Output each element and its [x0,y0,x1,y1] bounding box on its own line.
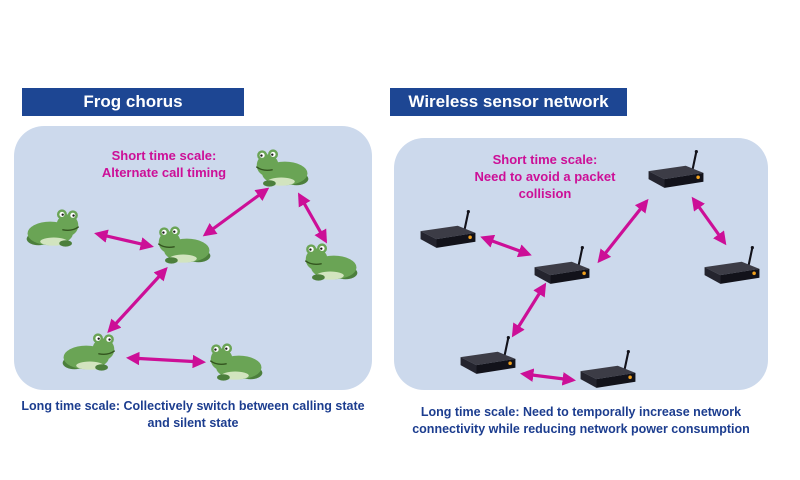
wireless-network-title-banner: Wireless sensor network [390,88,627,116]
sensor-node-icon [579,349,637,389]
caption-line: connectivity while reducing network powe… [412,421,750,436]
call-sound-icon [288,236,297,250]
sensor-node-icon [533,245,591,285]
caption-line: Long time scale: Collectively switch bet… [21,399,365,413]
frog-chorus-title: Frog chorus [83,92,183,111]
wireless-network-title: Wireless sensor network [408,92,609,111]
double-arrow [202,187,270,237]
label-line: Need to avoid a packet [474,168,616,184]
double-arrow [511,282,547,338]
double-arrow [125,351,207,369]
frog-icon [255,148,310,188]
sensor-node-icon [419,209,477,249]
call-sound-icon [89,206,98,220]
caption-line: Long time scale: Need to temporally incr… [420,405,742,419]
network-long-time-caption: Long time scale: Need to temporally incr… [392,404,770,438]
label-line: Short time scale: [492,152,598,167]
frog-icon [61,332,116,372]
call-sound-icon [125,328,134,342]
label-line: collision [518,185,572,201]
double-arrow [480,234,532,258]
network-short-time-label: Short time scale: Need to avoid a packet… [450,152,640,203]
frog-chorus-panel: Short time scale: Alternate call timing [14,126,372,390]
label-line: Alternate call timing [101,164,227,180]
call-sound-icon [140,220,149,234]
double-arrow [691,196,727,246]
double-arrow [597,198,649,264]
frog-icon [304,242,359,282]
double-arrow [519,368,577,386]
frog-icon [209,342,264,382]
frog-chorus-title-banner: Frog chorus [22,88,244,116]
label-line: Short time scale: [111,148,217,163]
wireless-sensor-network-panel: Short time scale: Need to avoid a packet… [394,138,768,390]
frog-icon [25,208,80,248]
caption-line: and silent state [147,415,239,430]
sensor-node-icon [647,149,705,189]
frog-long-time-caption: Long time scale: Collectively switch bet… [8,398,378,432]
sensor-node-icon [703,245,761,285]
sensor-node-icon [459,335,517,375]
call-sound-icon [242,132,251,146]
frog-icon [157,225,212,265]
frog-short-time-label: Short time scale: Alternate call timing [69,148,259,182]
double-arrow [107,267,168,333]
